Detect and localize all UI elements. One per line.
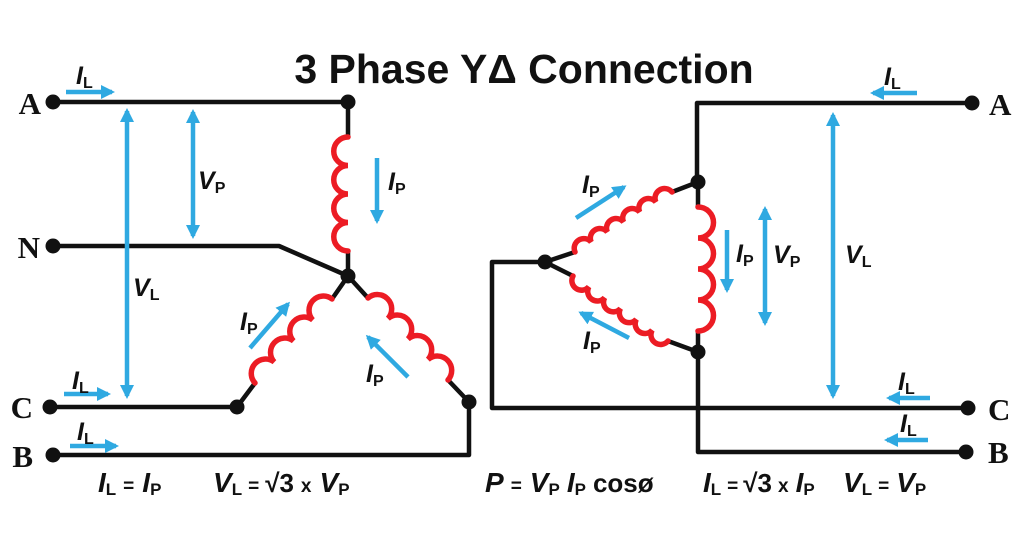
vertex-dot-bottom xyxy=(690,344,706,360)
delta-arrows xyxy=(574,86,930,447)
vertex-dot-top xyxy=(690,174,706,190)
terminal-label-n-left: N xyxy=(18,230,40,265)
terminal-dot-n-left xyxy=(45,238,61,254)
label-ip-phase-b: IP xyxy=(366,360,384,390)
wire-phase-a-right xyxy=(694,100,975,185)
terminal-dot-a-left xyxy=(45,94,61,110)
junction-dot-c-coil xyxy=(229,399,245,415)
label-vp-left: VP xyxy=(198,167,226,197)
wire-phase-b-right xyxy=(695,349,969,455)
wye-coils xyxy=(248,134,455,386)
coil-delta-top-left xyxy=(571,185,675,255)
vertex-dot-left xyxy=(537,254,553,270)
terminal-label-c-right: C xyxy=(988,392,1010,427)
terminal-dot-b-right xyxy=(958,444,974,460)
label-ip-delta-bottom-left: IP xyxy=(583,327,601,357)
terminal-dot-c-left xyxy=(42,399,58,415)
terminal-label-b-right: B xyxy=(988,435,1009,470)
formula-wye-current: IL=IP xyxy=(98,467,161,499)
delta-terminal-labels: A C B xyxy=(988,87,1012,470)
label-ip-phase-c: IP xyxy=(240,308,258,338)
terminal-dot-b-left xyxy=(45,447,61,463)
coil-wye-phase-a xyxy=(331,134,351,254)
label-il-b-left: IL xyxy=(77,418,94,448)
wye-arrows xyxy=(64,85,410,453)
terminal-label-b-left: B xyxy=(12,439,33,474)
delta-diagram: A C B IL IP IP IP VP VL IL IL xyxy=(489,63,1012,470)
coil-wye-phase-c xyxy=(248,293,335,386)
label-il-a-right: IL xyxy=(884,63,901,93)
wye-wires xyxy=(47,99,472,458)
terminal-label-a-right: A xyxy=(989,87,1012,122)
current-arrow-ip-phase-c xyxy=(248,301,290,350)
label-vp-right: VP xyxy=(773,241,801,271)
label-il-a-left: IL xyxy=(76,62,93,92)
coil-delta-right xyxy=(695,204,717,334)
coil-wye-phase-b xyxy=(365,291,455,383)
terminal-label-a-left: A xyxy=(19,86,42,121)
label-vl-left: VL xyxy=(133,274,160,304)
delta-junction-dots xyxy=(537,95,980,460)
junction-dot-a-coil xyxy=(340,94,356,110)
label-ip-delta-top-left: IP xyxy=(582,171,600,201)
label-ip-delta-right: IP xyxy=(736,240,754,270)
terminal-dot-a-right xyxy=(964,95,980,111)
wye-terminal-labels: A N C B xyxy=(11,86,42,474)
wire-phase-b-left xyxy=(50,399,472,458)
wye-quantity-labels: IL VL VP IP IP IP IL IL xyxy=(72,62,406,448)
wye-diagram: A N C B IL VL VP IP IP IP IL IL xyxy=(11,62,477,474)
terminal-label-c-left: C xyxy=(11,390,33,425)
wye-junction-dots xyxy=(42,94,477,463)
current-arrow-ip-delta-top-left xyxy=(574,185,627,220)
delta-quantity-labels: IL IP IP IP VP VL IL IL xyxy=(582,63,917,440)
delta-coils xyxy=(569,185,717,348)
wire-neutral xyxy=(50,243,351,279)
label-ip-phase-a: IP xyxy=(388,168,406,198)
formula-delta-voltage: VL=VP xyxy=(843,467,926,499)
coil-delta-bottom-left xyxy=(569,273,671,348)
label-il-c-right: IL xyxy=(898,368,915,398)
label-il-c-left: IL xyxy=(72,367,89,397)
junction-dot-b-coil xyxy=(461,394,477,410)
wire-phase-c-right xyxy=(489,259,971,411)
page-title: 3 Phase YΔ Connection xyxy=(294,46,753,92)
terminal-dot-c-right xyxy=(960,400,976,416)
label-vl-right: VL xyxy=(845,241,872,271)
label-il-b-right: IL xyxy=(900,410,917,440)
current-arrow-ip-phase-b xyxy=(365,334,410,379)
junction-dot-star-point xyxy=(340,268,356,284)
current-arrow-ip-delta-bottom-left xyxy=(578,311,631,340)
